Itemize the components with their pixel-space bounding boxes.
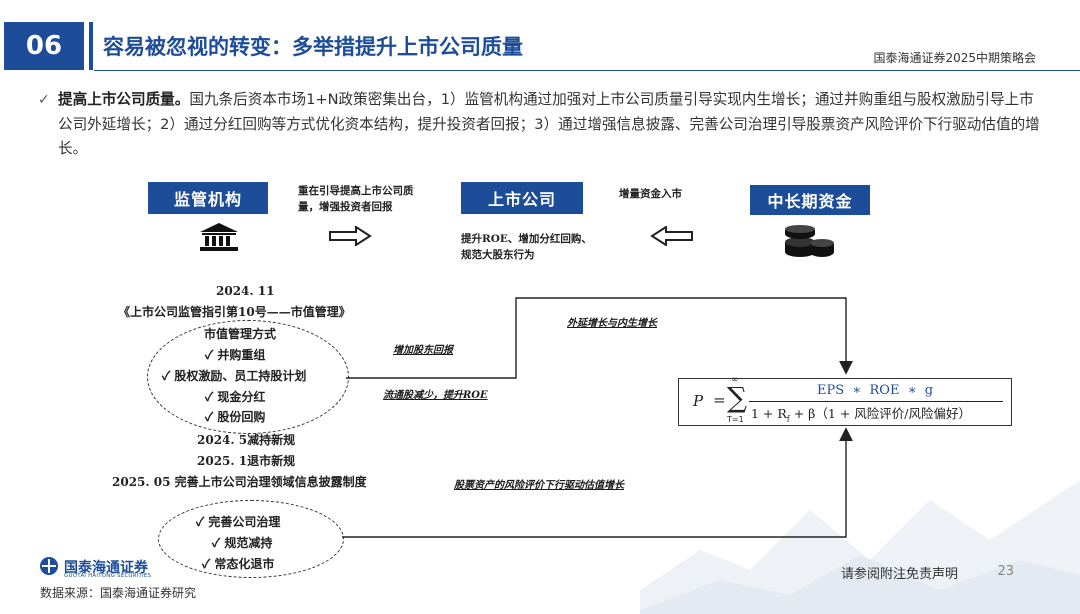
sum-upper: ∞ bbox=[731, 375, 739, 385]
gov-item-2: ✓ 规范减持 bbox=[212, 536, 273, 550]
formula-denominator: 1 + Rf + β（1 + 风险评价/风险偏好） bbox=[751, 406, 971, 424]
formula-eq: = bbox=[713, 391, 726, 409]
guideline-title: 《上市公司监管指引第10号——市值管理》 bbox=[118, 305, 351, 319]
bullet-text: 国九条后资本市场1+N政策密集出台，1）监管机构通过加强对上市公司质量引导实现内… bbox=[58, 91, 1040, 157]
page-title: 容易被忽视的转变：多举措提升上市公司质量 bbox=[103, 35, 523, 59]
logo-name: 国泰海通证券 bbox=[64, 560, 148, 576]
header-divider bbox=[89, 22, 93, 70]
header-underline bbox=[94, 70, 1080, 71]
label-risk: 股票资产的风险评价下行驱动估值增长 bbox=[454, 480, 624, 491]
sum-sign-icon: ∑ bbox=[727, 381, 747, 414]
date-2024-5: 2024. 5减持新规 bbox=[197, 433, 296, 447]
coins-icon bbox=[785, 225, 834, 257]
meeting-name: 国泰海通证券2025中期策略会 bbox=[873, 51, 1036, 65]
hollow-arrow-right-icon bbox=[329, 226, 372, 246]
formula-lhs: P bbox=[693, 392, 704, 410]
valuation-formula: P = ∞ ∑ T=1 EPS ∗ ROE ∗ g 1 + Rf + β（1 +… bbox=[678, 375, 1012, 426]
gov-item-3: ✓ 常态化退市 bbox=[202, 557, 275, 571]
checkmark-icon: ✓ bbox=[38, 92, 50, 108]
mv-item-1: ✓ 并购重组 bbox=[205, 348, 266, 362]
bullet-paragraph: ✓ 提高上市公司质量。国九条后资本市场1+N政策密集出台，1）监管机构通过加强对… bbox=[38, 88, 1048, 162]
mv-item-3: ✓ 现金分红 bbox=[205, 390, 266, 404]
logo-subtitle: GUOTAI HAITONG SECURITIES bbox=[64, 573, 152, 579]
regulator-note: 重在引导提高上市公司质量，增强投资者回报 bbox=[298, 185, 414, 213]
formula-numerator: EPS ∗ ROE ∗ g bbox=[817, 383, 934, 398]
hollow-arrow-left-icon bbox=[650, 226, 693, 246]
section-number: 06 bbox=[4, 22, 84, 70]
data-source: 数据来源：国泰海通证券研究 bbox=[40, 586, 197, 600]
market-value-title: 市值管理方式 bbox=[204, 327, 277, 341]
box-listed-company: 上市公司 bbox=[461, 182, 583, 214]
logo-icon bbox=[40, 557, 58, 575]
gov-item-1: ✓ 完善公司治理 bbox=[196, 515, 281, 529]
box-long-term-capital: 中长期资金 bbox=[750, 185, 870, 215]
disclaimer-note: 请参阅附注免责声明 bbox=[840, 567, 958, 582]
page-number: 23 bbox=[997, 564, 1014, 579]
bullet-lead: 提高上市公司质量。 bbox=[58, 91, 190, 108]
date-2024-11: 2024. 11 bbox=[216, 284, 275, 298]
label-roe: 流通股减少，提升ROE bbox=[383, 390, 488, 401]
market-value-ellipse bbox=[147, 320, 349, 434]
bank-icon bbox=[200, 223, 238, 251]
label-growth: 外延增长与内生增长 bbox=[567, 318, 657, 329]
date-2025-5: 2025. 05 完善上市公司治理领域信息披露制度 bbox=[112, 475, 367, 489]
sum-lower: T=1 bbox=[727, 415, 744, 424]
mv-item-2: ✓ 股权激励、员工持股计划 bbox=[162, 369, 307, 383]
fraction-bar bbox=[749, 401, 1003, 402]
label-return: 增加股东回报 bbox=[393, 345, 453, 356]
governance-ellipse bbox=[158, 500, 344, 578]
mountain-watermark bbox=[640, 480, 1080, 614]
date-2025-1: 2025. 1退市新规 bbox=[197, 454, 296, 468]
capital-note: 增量资金入市 bbox=[619, 188, 682, 200]
box-regulator: 监管机构 bbox=[148, 182, 268, 214]
mv-item-4: ✓ 股份回购 bbox=[205, 410, 266, 424]
company-note: 提升ROE、增加分红回购、规范大股东行为 bbox=[461, 233, 592, 261]
